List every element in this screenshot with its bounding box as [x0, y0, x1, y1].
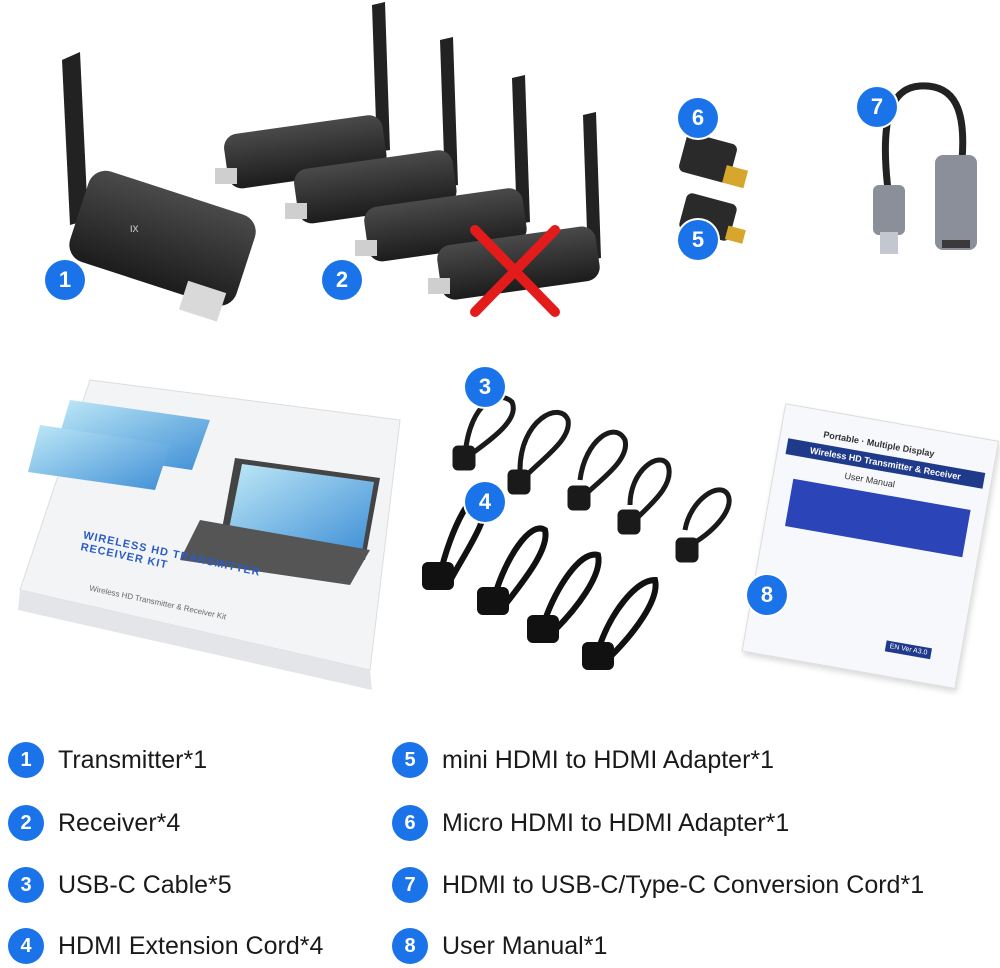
badge-6: 6: [678, 98, 718, 138]
usb-c-cables: [452, 395, 732, 563]
legend-number: 2: [8, 805, 44, 841]
conversion-cord: [873, 82, 977, 254]
legend-item-conversion-cord: 7 HDMI to USB-C/Type-C Conversion Cord*1: [392, 867, 924, 903]
product-box: [18, 379, 401, 690]
legend-number: 4: [8, 928, 44, 964]
legend-label: mini HDMI to HDMI Adapter*1: [442, 745, 775, 774]
contents-legend: 1 Transmitter*1 2 Receiver*4 3 USB-C Cab…: [0, 725, 1000, 968]
badge-7: 7: [857, 87, 897, 127]
receiver-devices: [215, 2, 601, 317]
legend-number: 6: [392, 805, 428, 841]
legend-label: User Manual*1: [442, 931, 608, 960]
product-photo: IX: [18, 2, 1000, 690]
svg-text:IX: IX: [130, 224, 139, 234]
manual-title: User Manual: [843, 470, 896, 490]
product-illustration: IX: [18, 2, 977, 690]
adapters: [679, 133, 749, 244]
legend-item-mini-hdmi-adapter: 5 mini HDMI to HDMI Adapter*1: [392, 742, 774, 778]
legend-number: 1: [8, 742, 44, 778]
badge-3: 3: [465, 367, 505, 407]
legend-number: 5: [392, 742, 428, 778]
cross-mark-icon: [470, 225, 560, 317]
legend-label: HDMI Extension Cord*4: [58, 931, 324, 960]
manual-version: EN Ver A3.0: [884, 640, 933, 660]
legend-label: Micro HDMI to HDMI Adapter*1: [442, 808, 790, 837]
legend-label: USB-C Cable*5: [58, 870, 232, 899]
legend-number: 3: [8, 867, 44, 903]
legend-item-receiver: 2 Receiver*4: [8, 805, 180, 841]
manual-illustration: [785, 478, 971, 558]
legend-label: Transmitter*1: [58, 745, 208, 774]
legend-number: 7: [392, 867, 428, 903]
badge-8: 8: [747, 575, 787, 615]
legend-label: HDMI to USB-C/Type-C Conversion Cord*1: [442, 870, 925, 899]
badge-5: 5: [678, 220, 718, 260]
legend-label: Receiver*4: [58, 808, 181, 837]
legend-number: 8: [392, 928, 428, 964]
legend-item-user-manual: 8 User Manual*1: [392, 928, 607, 964]
legend-item-usb-c-cable: 3 USB-C Cable*5: [8, 867, 232, 903]
user-manual-booklet: Portable · Multiple Display Wireless HD …: [741, 403, 1000, 690]
badge-2: 2: [322, 260, 362, 300]
legend-item-micro-hdmi-adapter: 6 Micro HDMI to HDMI Adapter*1: [392, 805, 789, 841]
badge-1: 1: [45, 260, 85, 300]
badge-4: 4: [465, 482, 505, 522]
transmitter-device: IX: [62, 52, 256, 322]
legend-item-transmitter: 1 Transmitter*1: [8, 742, 207, 778]
legend-item-hdmi-extension-cord: 4 HDMI Extension Cord*4: [8, 928, 323, 964]
